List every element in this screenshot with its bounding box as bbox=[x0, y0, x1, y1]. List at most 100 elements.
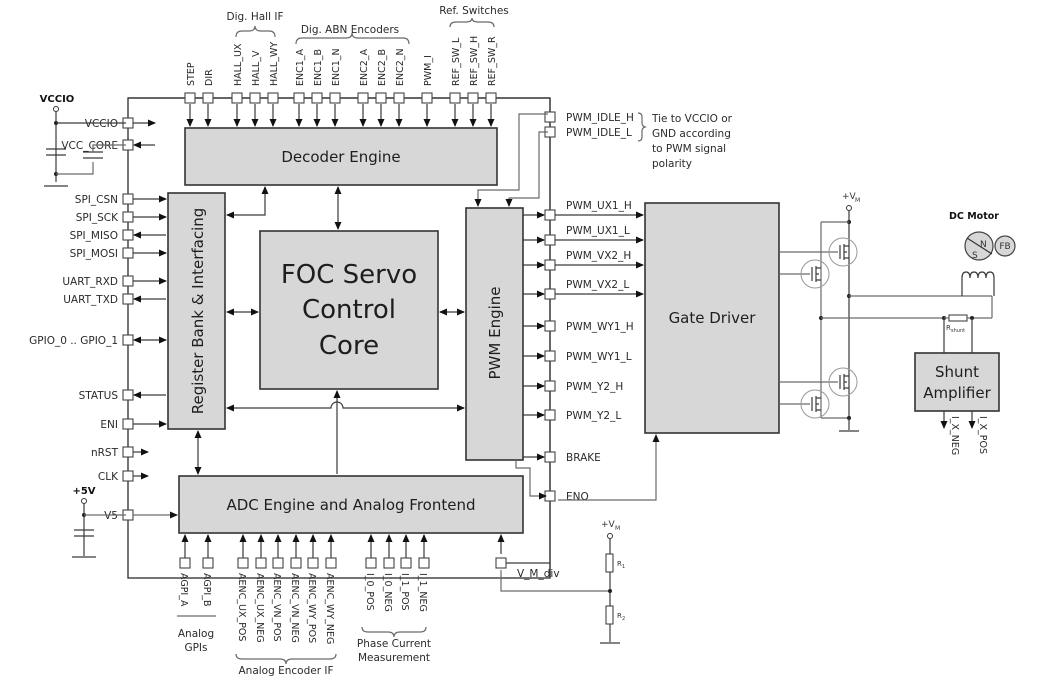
svg-text:I_0_POS: I_0_POS bbox=[364, 573, 375, 611]
svg-text:PWM_WY1_H: PWM_WY1_H bbox=[566, 321, 634, 333]
svg-text:+V: +V bbox=[601, 520, 616, 530]
adc-engine-label: ADC Engine and Analog Frontend bbox=[226, 496, 475, 514]
svg-text:GPIs: GPIs bbox=[184, 642, 207, 654]
adc-engine-block bbox=[178, 475, 524, 534]
svg-text:ENC1_N: ENC1_N bbox=[331, 48, 342, 86]
top-pin-pwm-i: PWM_I bbox=[421, 55, 434, 127]
power-stage: +V M R shunt bbox=[779, 192, 995, 455]
top-pin-enc1-a: ENC1_A bbox=[293, 48, 306, 127]
svg-text:Analog: Analog bbox=[178, 628, 214, 640]
svg-text:S: S bbox=[972, 251, 978, 261]
svg-text:REF_SW_H: REF_SW_H bbox=[469, 36, 480, 86]
shunt-amp-label-1: Shunt bbox=[935, 363, 979, 381]
svg-text:polarity: polarity bbox=[652, 158, 692, 170]
svg-text:VCCIO: VCCIO bbox=[85, 118, 118, 130]
svg-text:R: R bbox=[617, 560, 622, 568]
bottom-pin-agpi-b: AGPI_B bbox=[201, 534, 214, 607]
svg-text:PWM_UX1_L: PWM_UX1_L bbox=[566, 225, 630, 237]
svg-text:AENC_VN_POS: AENC_VN_POS bbox=[271, 573, 282, 642]
shunt-amplifier-block bbox=[914, 352, 1000, 412]
brace-hall bbox=[235, 25, 276, 38]
foc-core-label-1: FOC Servo bbox=[281, 260, 417, 290]
top-pin-enc2-a: ENC2_A bbox=[357, 48, 370, 127]
right-pin-pwm-y2-l: PWM_Y2_L bbox=[523, 409, 621, 422]
svg-text:DIR: DIR bbox=[204, 69, 215, 86]
svg-text:PWM_IDLE_H: PWM_IDLE_H bbox=[566, 112, 634, 124]
top-pin-enc1-b: ENC1_B bbox=[311, 49, 324, 127]
vccio-supply: VCCIO bbox=[40, 94, 126, 187]
bottom-pin-aenc-wy-pos: AENC_WY_POS bbox=[306, 534, 319, 643]
svg-text:nRST: nRST bbox=[91, 447, 119, 459]
top-pin-hall-wy: HALL_WY bbox=[267, 42, 280, 127]
group-label-abn: Dig. ABN Encoders bbox=[301, 24, 399, 36]
svg-text:AGPI_A: AGPI_A bbox=[178, 573, 189, 607]
bottom-pin-i-1-neg: I_1_NEG bbox=[417, 534, 430, 612]
bottom-pin-i-0-pos: I_0_POS bbox=[364, 534, 377, 611]
svg-text:ENC1_A: ENC1_A bbox=[295, 48, 306, 86]
foc-core-label-3: Core bbox=[319, 331, 379, 361]
svg-text:HALL_WY: HALL_WY bbox=[269, 42, 280, 86]
pwm-engine-block bbox=[465, 207, 524, 461]
group-label-ref: Ref. Switches bbox=[439, 5, 509, 17]
right-pin-pwm-idle-h: PWM_IDLE_H bbox=[544, 111, 634, 124]
right-pin-brake: BRAKE bbox=[523, 451, 601, 464]
register-bank-label: Register Bank & Interfacing bbox=[189, 208, 207, 415]
svg-text:ENO: ENO bbox=[566, 491, 589, 503]
left-pin-spi-sck: SPI_SCK bbox=[76, 211, 167, 224]
svg-text:ENC2_B: ENC2_B bbox=[377, 49, 388, 86]
svg-text:HALL_UX: HALL_UX bbox=[233, 43, 244, 86]
svg-text:CLK: CLK bbox=[98, 471, 119, 483]
svg-text:M: M bbox=[855, 197, 860, 204]
dc-motor-title: DC Motor bbox=[949, 211, 999, 222]
svg-text:AENC_WY_NEG: AENC_WY_NEG bbox=[324, 573, 335, 644]
dc-motor: DC Motor N S FB bbox=[949, 211, 1016, 261]
register-bank-block bbox=[167, 192, 226, 430]
svg-text:REF_SW_L: REF_SW_L bbox=[451, 37, 462, 86]
foc-core-label-2: Control bbox=[302, 295, 396, 325]
right-pin-pwm-vx2-l: PWM_VX2_L bbox=[523, 279, 644, 300]
svg-text:Measurement: Measurement bbox=[358, 652, 430, 664]
vccio-supply-label: VCCIO bbox=[40, 94, 75, 105]
shunt-amp-label-2: Amplifier bbox=[923, 384, 991, 402]
left-pin-spi-miso: SPI_MISO bbox=[70, 229, 166, 242]
vm-div-label: V_M_div bbox=[517, 568, 560, 580]
bottom-pin-agpi-a: AGPI_A bbox=[178, 534, 191, 607]
svg-text:I_1_POS: I_1_POS bbox=[399, 573, 410, 611]
svg-text:AENC_UX_POS: AENC_UX_POS bbox=[236, 573, 247, 641]
svg-text:HALL_V: HALL_V bbox=[251, 50, 262, 86]
internal-connections bbox=[194, 113, 660, 592]
svg-text:SPI_SCK: SPI_SCK bbox=[76, 212, 119, 224]
svg-text:PWM_VX2_H: PWM_VX2_H bbox=[566, 250, 631, 262]
svg-text:AGPI_B: AGPI_B bbox=[201, 573, 212, 607]
svg-text:PWM_UX1_H: PWM_UX1_H bbox=[566, 200, 632, 212]
left-pin-eni: ENI bbox=[100, 418, 167, 431]
bottom-pin-aenc-ux-pos: AENC_UX_POS bbox=[236, 534, 249, 641]
left-pin-clk: CLK bbox=[98, 470, 149, 483]
top-pin-hall-ux: HALL_UX bbox=[231, 43, 244, 127]
svg-text:GPIO_0 .. GPIO_1: GPIO_0 .. GPIO_1 bbox=[29, 335, 118, 347]
left-pin-vccio: VCCIO bbox=[85, 117, 156, 130]
left-pin-vcc-core: VCC_CORE bbox=[61, 139, 155, 152]
svg-text:GND according: GND according bbox=[652, 128, 731, 140]
svg-text:PWM_Y2_H: PWM_Y2_H bbox=[566, 381, 623, 393]
right-pin-pwm-wy1-l: PWM_WY1_L bbox=[523, 350, 632, 363]
svg-text:Tie to VCCIO or: Tie to VCCIO or bbox=[651, 113, 733, 125]
top-pin-dir: DIR bbox=[202, 69, 215, 127]
brace-ref bbox=[449, 17, 495, 28]
left-pin-gpio-0-gpio-1: GPIO_0 .. GPIO_1 bbox=[29, 334, 167, 347]
svg-text:M: M bbox=[615, 525, 620, 532]
top-pin-hall-v: HALL_V bbox=[249, 50, 262, 127]
svg-text:SPI_MISO: SPI_MISO bbox=[70, 230, 118, 242]
svg-text:FB: FB bbox=[999, 242, 1010, 252]
svg-text:+V: +V bbox=[842, 192, 857, 202]
brace-abn bbox=[295, 32, 410, 45]
right-pin-pwm-y2-h: PWM_Y2_H bbox=[523, 380, 623, 393]
pwm-engine-label: PWM Engine bbox=[486, 287, 504, 380]
left-pin-uart-rxd: UART_RXD bbox=[62, 275, 167, 288]
bottom-pin-i-0-neg: I_0_NEG bbox=[382, 534, 395, 612]
right-pin-eno: ENO bbox=[544, 490, 589, 503]
top-pin-ref-sw-h: REF_SW_H bbox=[467, 36, 480, 127]
v5-supply-label: +5V bbox=[72, 486, 95, 497]
right-pin-pwm-wy1-h: PWM_WY1_H bbox=[523, 320, 634, 333]
